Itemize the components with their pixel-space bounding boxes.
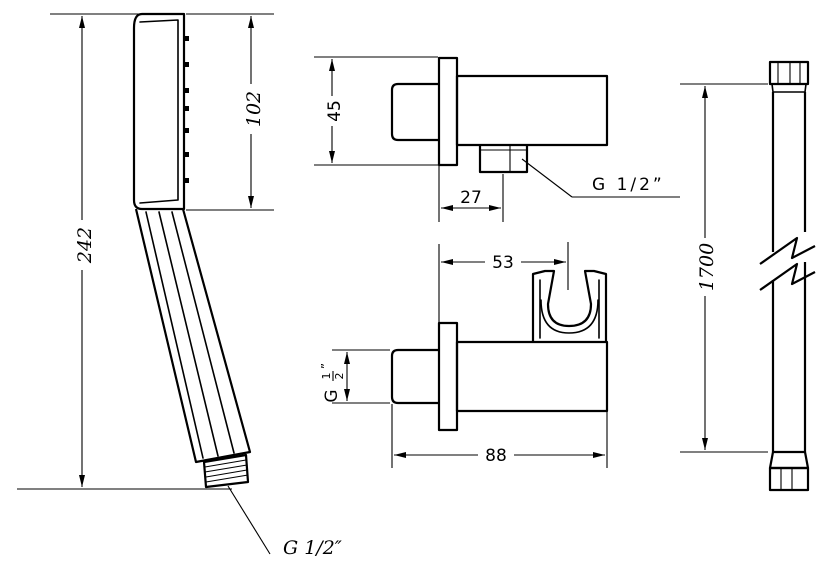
dimension-45: 45 bbox=[314, 56, 438, 166]
dimension-1700: 1700 bbox=[680, 83, 768, 453]
holder-thread-numerator: 1 bbox=[320, 373, 333, 380]
spray-nozzles bbox=[184, 36, 189, 183]
holder-thread-prefix: G bbox=[322, 389, 342, 402]
shower-hose bbox=[759, 60, 816, 492]
dimension-88: 88 bbox=[391, 404, 608, 468]
hand-shower bbox=[132, 12, 271, 555]
dim-1700-label: 1700 bbox=[696, 243, 718, 291]
dim-53-label: 53 bbox=[492, 253, 514, 273]
handshower-thread-end bbox=[202, 453, 250, 489]
dim-88-label: 88 bbox=[485, 446, 507, 466]
dim-102-label: 102 bbox=[243, 91, 265, 127]
dimension-102: 102 bbox=[186, 13, 274, 211]
dimension-holder-thread: G 1 2 ” bbox=[319, 349, 390, 404]
handshower-thread-label: G 1/2″ bbox=[283, 537, 342, 559]
wall-elbow bbox=[390, 56, 680, 198]
dim-242-label: 242 bbox=[74, 227, 96, 264]
dimension-242: 242 bbox=[17, 13, 232, 490]
elbow-thread-label: G 1/2” bbox=[592, 175, 665, 195]
dim-45-label: 45 bbox=[325, 100, 345, 122]
wall-holder bbox=[390, 242, 609, 432]
dim-27-label: 27 bbox=[460, 188, 482, 208]
holder-thread-mark: ” bbox=[319, 363, 333, 369]
holder-thread-denominator: 2 bbox=[333, 373, 346, 380]
dimension-53: 53 bbox=[438, 244, 566, 322]
dimension-27: 27 bbox=[438, 166, 504, 222]
